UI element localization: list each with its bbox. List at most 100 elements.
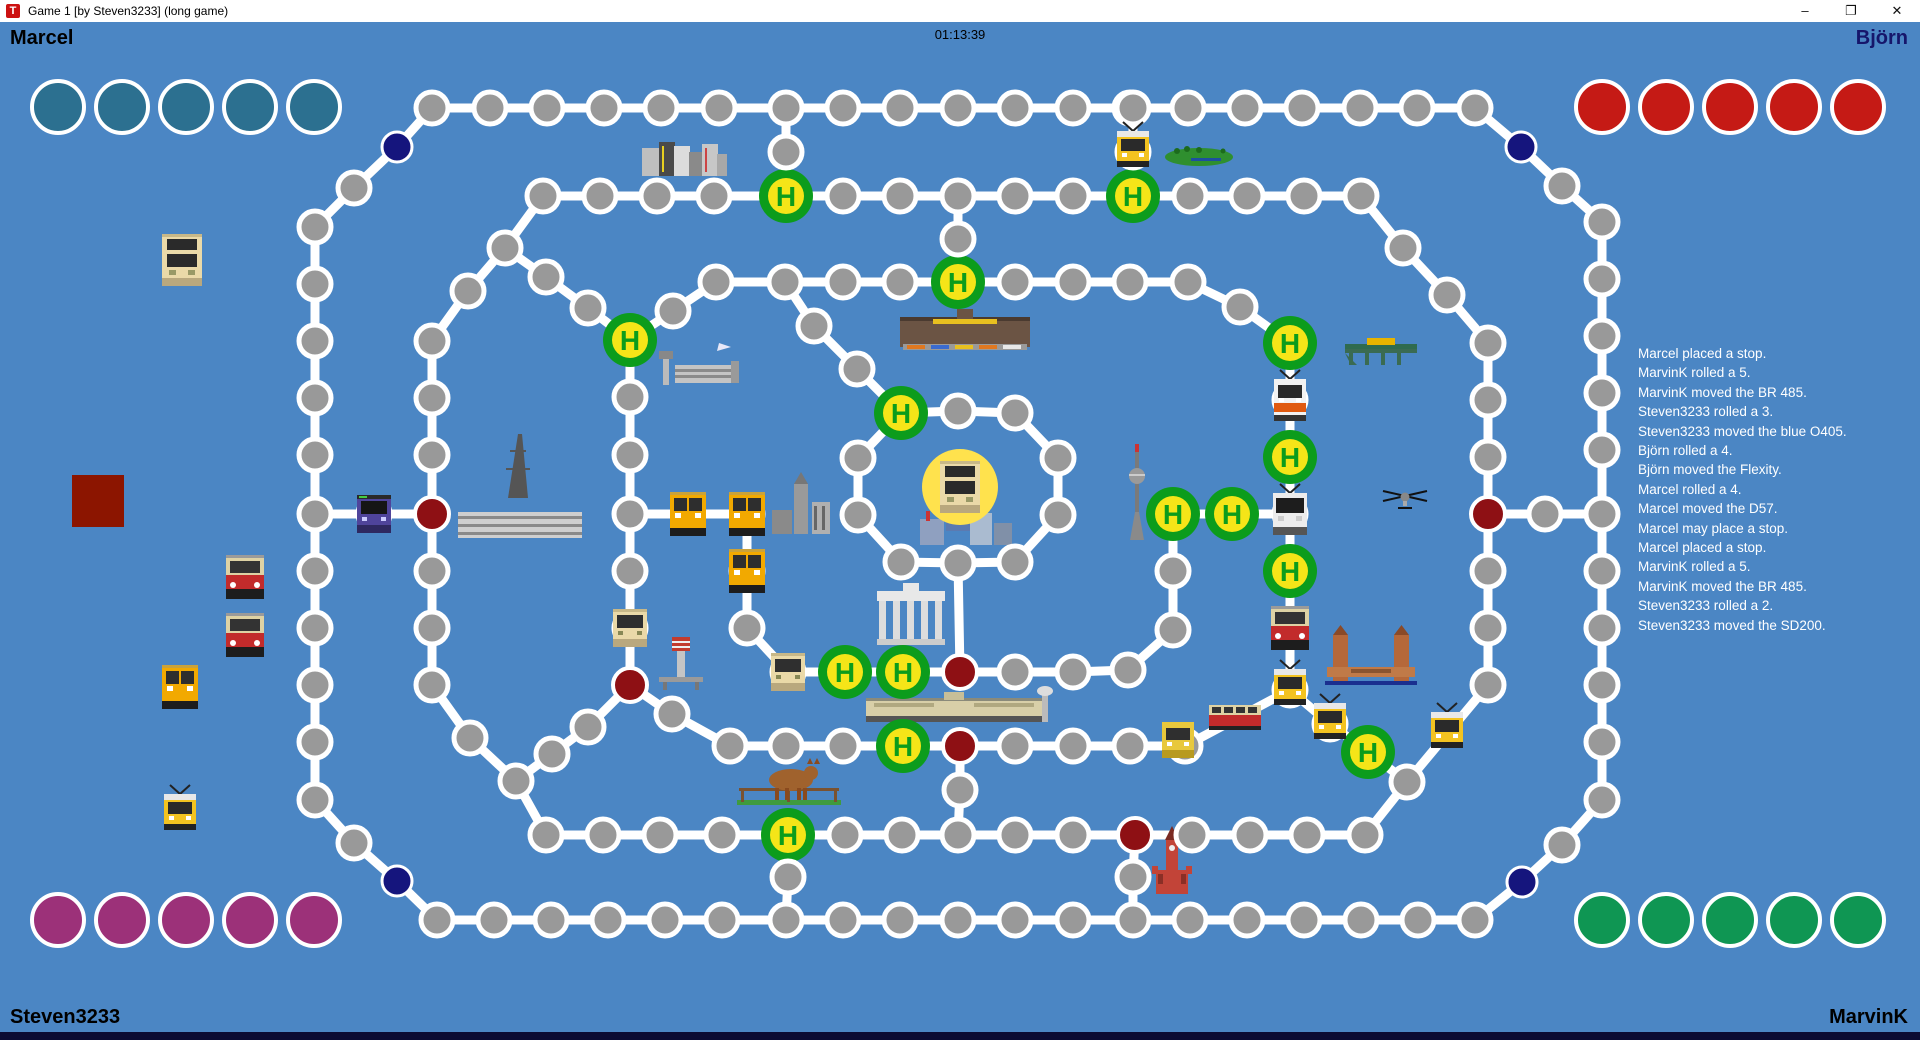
- board-node[interactable]: [697, 263, 735, 301]
- board-node[interactable]: [653, 695, 691, 733]
- board-node[interactable]: [471, 89, 509, 127]
- vehicle-ubahn[interactable]: [729, 492, 765, 536]
- board-node[interactable]: [838, 350, 876, 388]
- stop-node-h[interactable]: H: [876, 645, 930, 699]
- board-node[interactable]: [1039, 439, 1077, 477]
- stop-node-h[interactable]: H: [931, 255, 985, 309]
- vehicle-bus_cream[interactable]: [613, 609, 647, 647]
- board-node[interactable]: [1342, 177, 1380, 215]
- board-node[interactable]: [839, 439, 877, 477]
- board-node[interactable]: [767, 901, 805, 939]
- board-node[interactable]: [1054, 89, 1092, 127]
- board-node[interactable]: [1054, 653, 1092, 691]
- vehicle-ubahn[interactable]: [162, 665, 198, 709]
- board-node[interactable]: [1469, 381, 1507, 419]
- vehicle-redsquare[interactable]: [72, 475, 124, 527]
- vehicle-ddbus[interactable]: [940, 461, 980, 513]
- board-node[interactable]: [824, 177, 862, 215]
- board-node[interactable]: [1583, 374, 1621, 412]
- board-node[interactable]: [413, 436, 451, 474]
- board-node[interactable]: [881, 177, 919, 215]
- board-node[interactable]: [939, 220, 977, 258]
- vehicle-tram_yellow[interactable]: [1117, 121, 1149, 167]
- board-node[interactable]: [881, 89, 919, 127]
- stop-node-h[interactable]: H: [761, 808, 815, 862]
- board-node[interactable]: [1169, 263, 1207, 301]
- board-node[interactable]: [826, 816, 864, 854]
- board-node[interactable]: [569, 708, 607, 746]
- board-node[interactable]: [1054, 727, 1092, 765]
- board-node[interactable]: [585, 89, 623, 127]
- board-node[interactable]: [881, 263, 919, 301]
- board-node[interactable]: [296, 436, 334, 474]
- stop-node-h[interactable]: H: [1341, 725, 1395, 779]
- board-node[interactable]: [1583, 260, 1621, 298]
- stop-node-h[interactable]: H: [1263, 544, 1317, 598]
- board-node[interactable]: [767, 133, 805, 171]
- board-node[interactable]: [1285, 177, 1323, 215]
- board-node[interactable]: [1039, 496, 1077, 534]
- stop-node-h[interactable]: H: [1263, 430, 1317, 484]
- board-node[interactable]: [996, 816, 1034, 854]
- board-node[interactable]: [654, 292, 692, 330]
- board-node[interactable]: [296, 552, 334, 590]
- stop-node-h[interactable]: H: [1106, 169, 1160, 223]
- board-node[interactable]: [296, 666, 334, 704]
- board-node[interactable]: [296, 265, 334, 303]
- board-node[interactable]: [1469, 552, 1507, 590]
- board-node[interactable]: [1384, 229, 1422, 267]
- board-node[interactable]: [882, 543, 920, 581]
- board-node[interactable]: [1054, 177, 1092, 215]
- board-node[interactable]: [532, 901, 570, 939]
- board-node[interactable]: [996, 394, 1034, 432]
- stop-node-h[interactable]: H: [1205, 487, 1259, 541]
- board-node[interactable]: [335, 169, 373, 207]
- board-node[interactable]: [1583, 666, 1621, 704]
- board-node[interactable]: [1111, 727, 1149, 765]
- board-node[interactable]: [611, 378, 649, 416]
- board-node[interactable]: [996, 653, 1034, 691]
- stop-node-h[interactable]: H: [603, 313, 657, 367]
- board-node[interactable]: [700, 89, 738, 127]
- board-node[interactable]: [695, 177, 733, 215]
- board-node[interactable]: [1469, 609, 1507, 647]
- board-node[interactable]: [769, 858, 807, 896]
- board-node[interactable]: [1583, 781, 1621, 819]
- board-node[interactable]: [1388, 763, 1426, 801]
- stop-node-h[interactable]: H: [876, 719, 930, 773]
- board-node[interactable]: [1583, 495, 1621, 533]
- board-node[interactable]: [1173, 816, 1211, 854]
- board-node[interactable]: [939, 901, 977, 939]
- board-node[interactable]: [1114, 89, 1152, 127]
- stop-node-h[interactable]: H: [1146, 487, 1200, 541]
- board-node[interactable]: [1583, 723, 1621, 761]
- board-node[interactable]: [413, 322, 451, 360]
- board-node[interactable]: [1221, 288, 1259, 326]
- board-node[interactable]: [728, 609, 766, 647]
- vehicle-sbahn_side[interactable]: [1209, 705, 1261, 730]
- vehicle-sbahn[interactable]: [226, 613, 264, 657]
- close-button[interactable]: ✕: [1891, 3, 1903, 18]
- board-node[interactable]: [646, 901, 684, 939]
- board-node[interactable]: [711, 727, 749, 765]
- board-node[interactable]: [528, 89, 566, 127]
- board-node[interactable]: [413, 552, 451, 590]
- board-node[interactable]: [996, 263, 1034, 301]
- board-node[interactable]: [1583, 552, 1621, 590]
- board-node[interactable]: [996, 177, 1034, 215]
- board-node[interactable]: [824, 89, 862, 127]
- board-node[interactable]: [638, 177, 676, 215]
- board-node[interactable]: [1283, 89, 1321, 127]
- board-node[interactable]: [1109, 651, 1147, 689]
- board-node[interactable]: [449, 272, 487, 310]
- board-node[interactable]: [1583, 431, 1621, 469]
- board-node[interactable]: [1583, 203, 1621, 241]
- board-node[interactable]: [296, 379, 334, 417]
- vehicle-tram_white[interactable]: [1273, 483, 1307, 535]
- board-node[interactable]: [611, 436, 649, 474]
- board-node[interactable]: [1054, 263, 1092, 301]
- vehicle-tram_yellow[interactable]: [164, 784, 196, 830]
- vehicle-ubahn[interactable]: [670, 492, 706, 536]
- board-node[interactable]: [1154, 611, 1192, 649]
- board-node[interactable]: [939, 392, 977, 430]
